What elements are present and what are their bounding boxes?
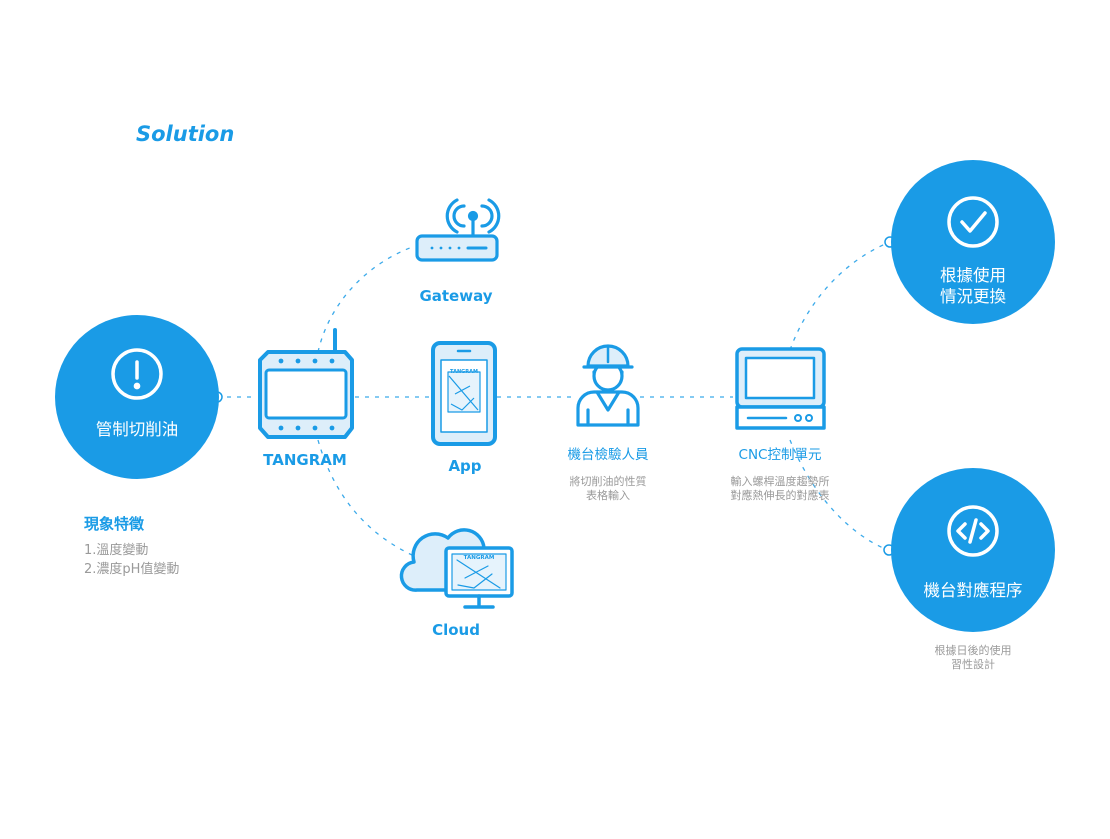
- replace-label-line-2: 情況更換: [940, 287, 1006, 306]
- router-icon: [415, 198, 501, 262]
- replace-label-line-1: 根據使用: [940, 266, 1006, 285]
- app-label: App: [448, 457, 482, 475]
- cnc-label: CNC控制單元: [738, 447, 822, 463]
- check-icon: [947, 196, 999, 248]
- cnc-monitor-icon: [735, 347, 826, 430]
- cnc-desc-line-1: 輸入螺桿溫度趨勢所: [730, 475, 830, 488]
- program-circle: [891, 468, 1055, 632]
- connector-cnc-program: [789, 439, 889, 551]
- device-icon: [258, 328, 354, 439]
- code-icon: [947, 505, 999, 557]
- connector-tangram-gateway: [317, 245, 416, 353]
- connector-tangram-cloud: [317, 439, 413, 556]
- program-desc-line-2: 習性設計: [951, 658, 995, 671]
- inspector-desc-line-2: 表格輸入: [586, 489, 630, 502]
- inspector-desc-line-1: 將切削油的性質: [569, 475, 647, 488]
- problem-label: 管制切削油: [95, 420, 179, 439]
- app-screen-text: TANGRAM: [450, 369, 478, 375]
- cnc-desc-line-2: 對應熱伸長的對應表: [730, 489, 830, 502]
- program-desc-line-1: 根據日後的使用: [934, 644, 1012, 657]
- phenomenon-heading: 現象特徵: [84, 515, 145, 533]
- cloud-label: Cloud: [432, 621, 480, 639]
- worker-icon: [576, 344, 640, 427]
- phenomenon-item: 1.溫度變動: [84, 543, 149, 558]
- phenomenon-item: 2.濃度pH值變動: [84, 562, 180, 577]
- connectors: [217, 241, 891, 556]
- gateway-label: Gateway: [419, 287, 493, 305]
- cloud-screen-text: TANGRAM: [464, 555, 495, 561]
- inspector-label: 機台檢驗人員: [567, 447, 649, 463]
- connector-cnc-replace: [789, 241, 891, 351]
- program-label: 機台對應程序: [923, 581, 1023, 600]
- page-title: Solution: [136, 122, 235, 146]
- tangram-label: TANGRAM: [263, 451, 347, 469]
- phone-icon: [431, 341, 497, 446]
- cloud-monitor-icon: [399, 528, 514, 609]
- replace-circle: [891, 160, 1055, 324]
- exclamation-icon: [111, 348, 163, 400]
